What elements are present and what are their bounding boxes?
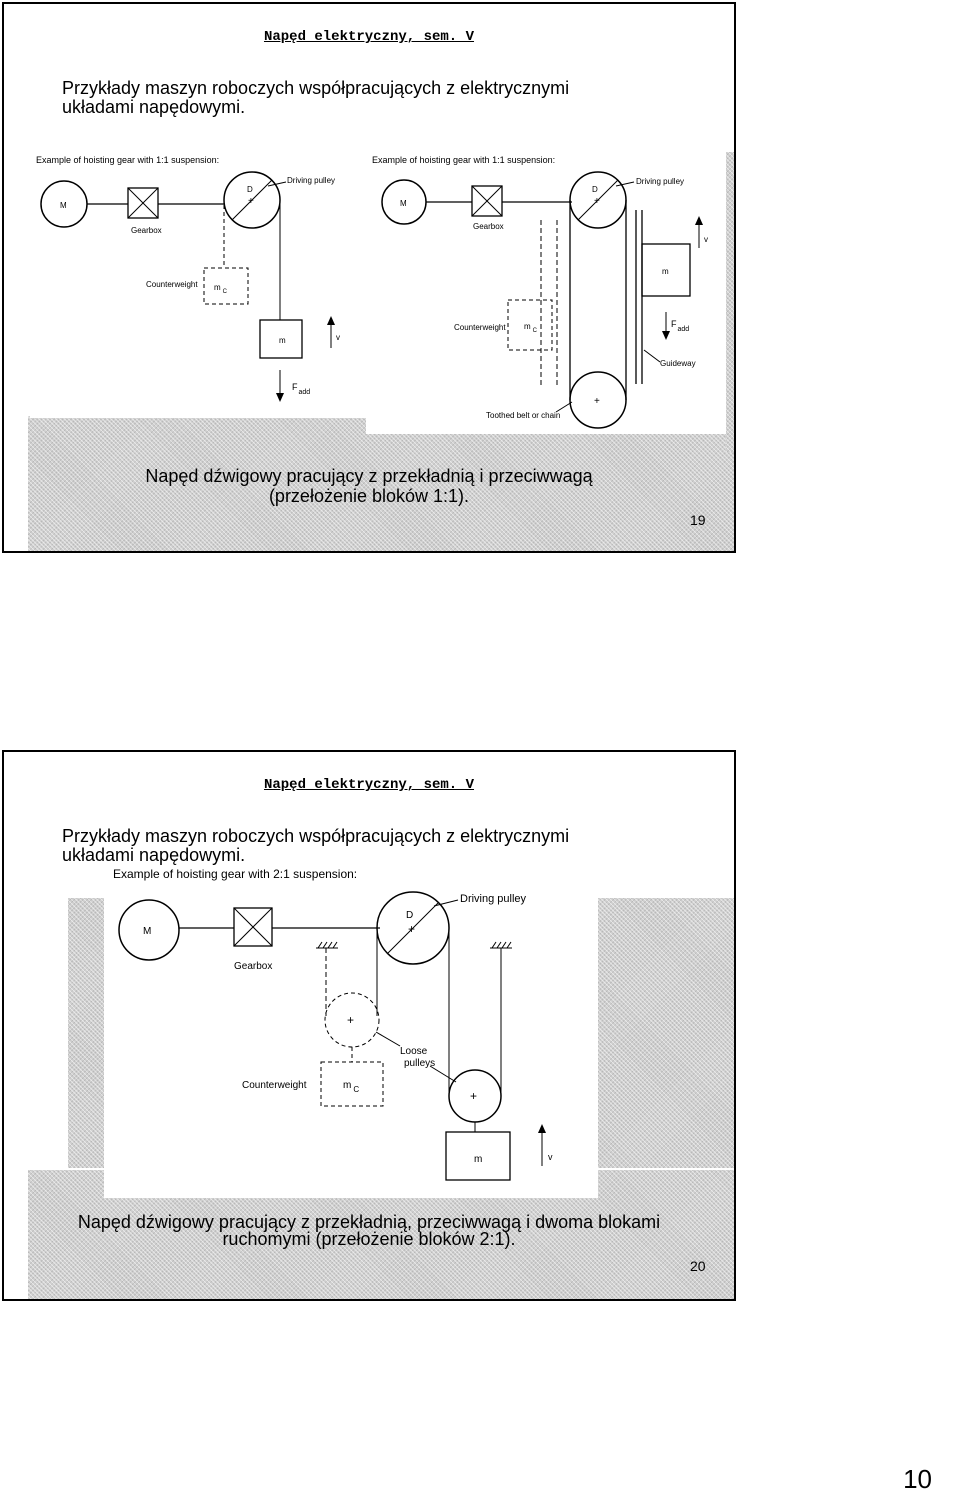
pulley-center-mark: + (408, 922, 415, 936)
pulley-leader (433, 899, 459, 907)
counterweight-label: Counterweight (146, 280, 198, 289)
slide-caption: Napęd dźwigowy pracujący z przekładnią i… (145, 466, 593, 506)
document-page-number: 10 (903, 1464, 932, 1494)
motor-label: M (60, 201, 67, 210)
guideway-leader (643, 349, 661, 363)
loose-leader-1 (375, 1031, 401, 1047)
ceiling-mount-right (490, 941, 512, 949)
belt-leader (555, 401, 573, 413)
figure-title: Example of hoisting gear with 1:1 suspen… (372, 155, 555, 165)
motor-label: M (400, 199, 407, 208)
loose-pulleys-label-1: Loose (400, 1046, 428, 1057)
slide-19: Napęd elektryczny, sem. V Przykłady masz… (2, 2, 736, 553)
hoisting-figure-1to1-b: Example of hoisting gear with 1:1 suspen… (366, 150, 726, 434)
velocity-arrowhead (538, 1124, 546, 1133)
load-label: m (279, 336, 286, 345)
load-label: m (474, 1154, 482, 1165)
force-arrowhead (662, 331, 670, 340)
slide-background-right (726, 152, 734, 452)
mc-m: m (524, 322, 531, 331)
counterweight-label: Counterweight (242, 1080, 307, 1091)
counterweight-box (320, 1061, 384, 1107)
pulley-center-mark: + (594, 196, 600, 207)
motor-label: M (143, 926, 151, 937)
driving-pulley-label: Driving pulley (287, 176, 335, 185)
gearbox-cross-2 (233, 907, 273, 947)
load-box (641, 243, 691, 297)
figure-title: Example of hoisting gear with 1:1 suspen… (36, 155, 219, 165)
pulley-diameter (231, 179, 273, 221)
velocity-label: v (336, 333, 340, 342)
force-f: F (671, 319, 677, 329)
load-box (259, 319, 303, 359)
pulley-leader (615, 181, 635, 187)
hoisting-figure-2to1: Example of hoisting gear with 2:1 suspen… (104, 866, 598, 1198)
pulley-center-mark: + (248, 196, 254, 207)
pulley-leader (267, 181, 287, 187)
gearbox-box (127, 187, 159, 219)
slide-header: Napęd elektryczny, sem. V (263, 29, 475, 45)
slide-intro: Przykłady maszyn roboczych współpracując… (62, 78, 570, 117)
belt-label: Toothed belt or chain (486, 411, 560, 420)
slide-intro: Przykłady maszyn roboczych współpracując… (62, 826, 570, 865)
loose-pulleys-label-2: pulleys (404, 1058, 435, 1069)
velocity-label: v (548, 1152, 553, 1162)
gearbox-cross-2 (127, 187, 159, 219)
slide-number: 20 (690, 1258, 706, 1274)
mc-c: C (533, 328, 538, 334)
gearbox-label: Gearbox (473, 222, 504, 231)
pulley-d-label: D (406, 910, 413, 921)
figure-title: Example of hoisting gear with 2:1 suspen… (113, 867, 357, 881)
guideway-label: Guideway (660, 359, 696, 368)
force-label: Fadd (292, 382, 310, 396)
slide-number: 19 (690, 512, 706, 528)
gearbox-cross-2 (471, 185, 503, 217)
gearbox-box (471, 185, 503, 217)
pulley-d-label: D (247, 185, 253, 194)
slide-background-left (28, 416, 734, 551)
load-box (445, 1131, 511, 1181)
loose-pulley-cw-center: + (347, 1013, 354, 1027)
counterweight-label: Counterweight (454, 323, 506, 332)
velocity-arrowhead (327, 316, 335, 325)
mc-m: m (343, 1080, 351, 1091)
velocity-arrowhead (695, 216, 703, 225)
pulley-diameter (577, 179, 619, 221)
counterweight-box (507, 299, 553, 351)
velocity-label: v (704, 235, 708, 244)
ceiling-mount-left (316, 941, 338, 949)
driving-pulley-label: Driving pulley (636, 177, 684, 186)
force-label: Fadd (671, 319, 689, 333)
force-sub: add (678, 326, 690, 333)
motor-circle (118, 899, 180, 961)
force-f: F (292, 382, 298, 392)
gearbox-label: Gearbox (131, 226, 162, 235)
driving-pulley-label: Driving pulley (460, 893, 527, 905)
hoisting-figure-1to1-a: Example of hoisting gear with 1:1 suspen… (30, 150, 368, 418)
gearbox-label: Gearbox (234, 961, 272, 972)
loose-pulley-load-center: + (470, 1089, 477, 1103)
mc-c: C (353, 1085, 359, 1094)
counterweight-box (203, 267, 249, 305)
bottom-pulley-center: + (594, 396, 600, 407)
force-sub: add (299, 389, 311, 396)
slide-header: Napęd elektryczny, sem. V (263, 777, 475, 793)
pulley-diameter (387, 902, 439, 954)
mc-m: m (214, 283, 221, 292)
load-label: m (662, 267, 669, 276)
force-arrowhead (276, 393, 284, 402)
slide-20: Napęd elektryczny, sem. V Przykłady masz… (2, 750, 736, 1301)
mc-c: C (223, 289, 228, 295)
gearbox-box (233, 907, 273, 947)
pulley-d-label: D (592, 185, 598, 194)
loose-leader-2 (429, 1065, 457, 1083)
slide-caption: Napęd dźwigowy pracujący z przekładnią, … (77, 1212, 661, 1249)
